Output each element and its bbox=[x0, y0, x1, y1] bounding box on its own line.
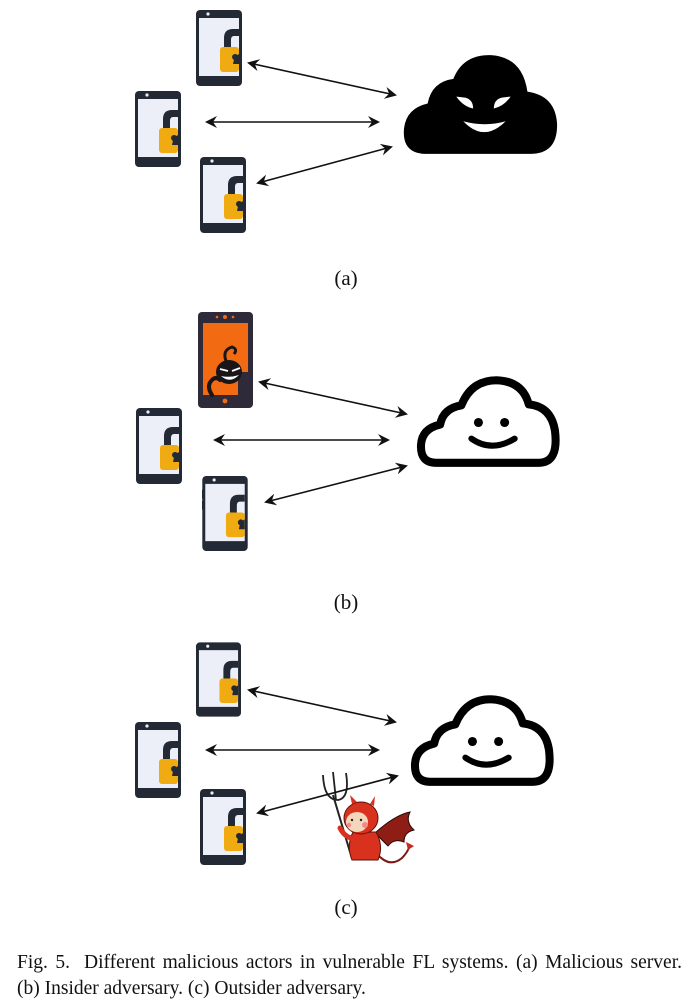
client-phone-locked-icon bbox=[200, 157, 246, 233]
outsider-devil-icon bbox=[322, 771, 416, 864]
figure-caption: Fig. 5.Different malicious actors in vul… bbox=[17, 950, 682, 1002]
subfigure-label-b: (b) bbox=[333, 590, 359, 614]
subfigure-label-c: (c) bbox=[334, 895, 358, 919]
malicious-server-cloud-icon bbox=[403, 55, 558, 154]
link-arrow bbox=[264, 462, 408, 506]
link-arrow bbox=[256, 772, 399, 817]
link-arrow bbox=[247, 59, 397, 99]
server-cloud-icon bbox=[415, 699, 550, 782]
panel-a bbox=[135, 10, 558, 233]
subfigure-label-a: (a) bbox=[334, 266, 358, 290]
panel-c bbox=[135, 642, 550, 865]
client-phone-locked-icon bbox=[196, 642, 241, 717]
insider-hacker-phone-icon bbox=[198, 312, 253, 408]
client-phone-locked-icon bbox=[200, 789, 246, 865]
panel-b bbox=[136, 312, 556, 551]
client-phone-locked-icon bbox=[135, 722, 181, 798]
figure-number: Fig. 5. bbox=[17, 952, 70, 973]
caption-text: Different malicious actors in vulnerable… bbox=[17, 952, 682, 999]
client-phone-locked-icon bbox=[196, 10, 242, 86]
link-arrow bbox=[256, 143, 393, 187]
client-phone-locked-icon bbox=[136, 408, 182, 484]
server-cloud-icon bbox=[421, 380, 556, 463]
client-phone-locked-icon bbox=[135, 91, 181, 167]
link-arrow bbox=[247, 686, 397, 726]
client-phone-locked-icon bbox=[202, 476, 248, 551]
link-arrow bbox=[258, 378, 408, 418]
